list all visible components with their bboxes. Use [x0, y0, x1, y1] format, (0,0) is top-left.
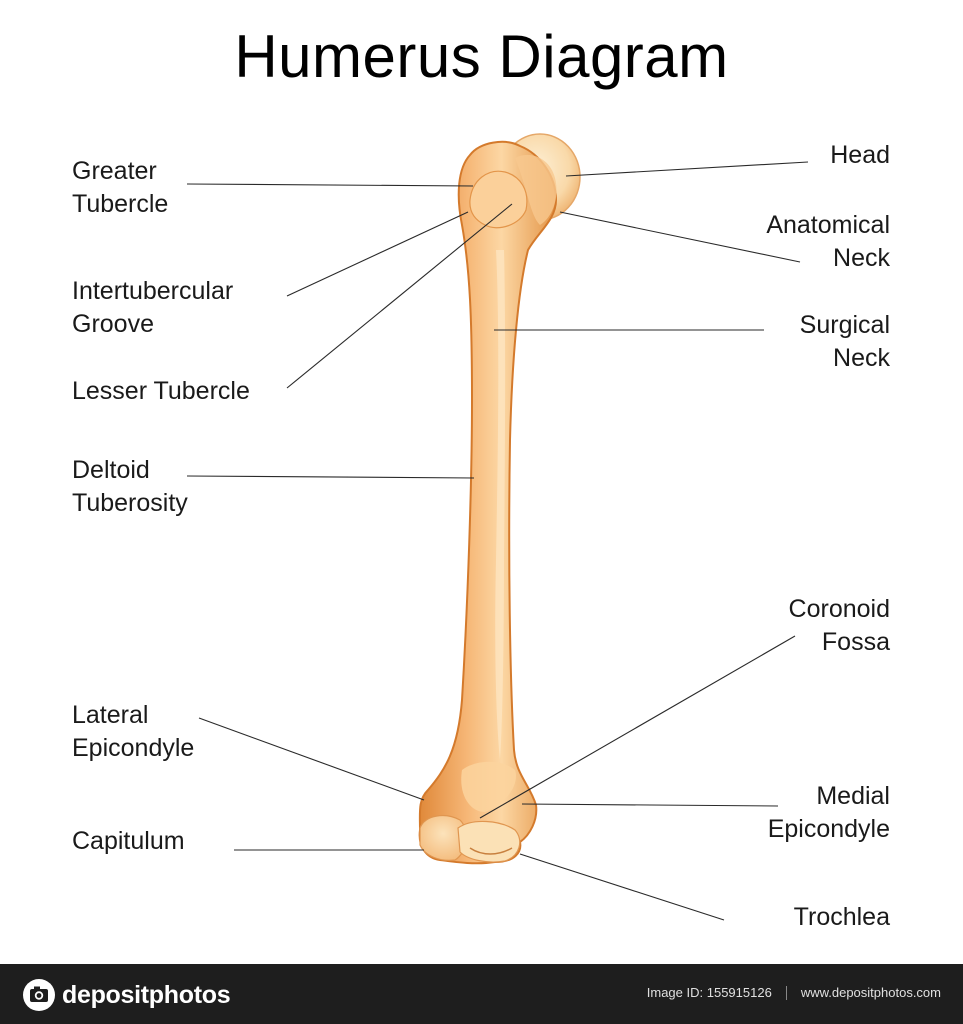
label-intertubercular-groove: Intertubercular Groove [72, 277, 234, 338]
label-deltoid-tuberosity: Deltoid Tuberosity [72, 456, 188, 517]
label-lesser-tubercle: Lesser Tubercle [72, 377, 250, 405]
line-lesser-tubercle [286, 203, 513, 389]
footer-bar: depositphotos Image ID: 155915126 www.de… [0, 964, 963, 1024]
greater-tubercle-shape [469, 170, 528, 229]
line-greater-tubercle [186, 183, 474, 187]
label-greater-tubercle: Greater Tubercle [72, 157, 169, 218]
leader-lines [186, 161, 809, 921]
label-lateral-epicondyle: Lateral Epicondyle [72, 701, 195, 762]
line-trochlea [519, 853, 725, 921]
label-medial-epicondyle: Medial Epicondyle [767, 782, 890, 843]
line-anatomical-neck [559, 211, 801, 263]
footer-separator [785, 985, 787, 1000]
website-link[interactable]: www.depositphotos.com [800, 985, 941, 1000]
trochlea-shape [457, 820, 521, 863]
label-coronoid-fossa: Coronoid Fossa [788, 595, 890, 656]
line-medial-epicondyle [521, 803, 779, 807]
label-trochlea: Trochlea [793, 903, 890, 931]
trochlea-groove [469, 847, 513, 855]
label-surgical-neck: Surgical Neck [799, 311, 890, 372]
line-intertubercular-groove [286, 211, 469, 297]
humerus-bone [418, 133, 581, 865]
line-coronoid-fossa [479, 635, 796, 819]
camera-icon [23, 979, 55, 1011]
brand-name: depositphotos [62, 980, 231, 1009]
label-anatomical-neck: Anatomical Neck [766, 211, 890, 272]
line-head [565, 161, 809, 177]
shaft-highlight [495, 250, 506, 760]
brand-logo[interactable]: depositphotos [22, 978, 231, 1012]
coronoid-fossa-shape [461, 761, 516, 812]
label-capitulum: Capitulum [72, 827, 185, 855]
image-id: Image ID: 155915126 [646, 985, 772, 1000]
page-title: Humerus Diagram [234, 23, 729, 90]
head-inner-highlight [515, 154, 557, 225]
humerus-body [418, 140, 558, 865]
label-head: Head [830, 141, 890, 169]
line-lateral-epicondyle [198, 717, 425, 801]
line-deltoid-tuberosity [186, 475, 475, 479]
footer-info: Image ID: 155915126 www.depositphotos.co… [647, 985, 941, 1000]
